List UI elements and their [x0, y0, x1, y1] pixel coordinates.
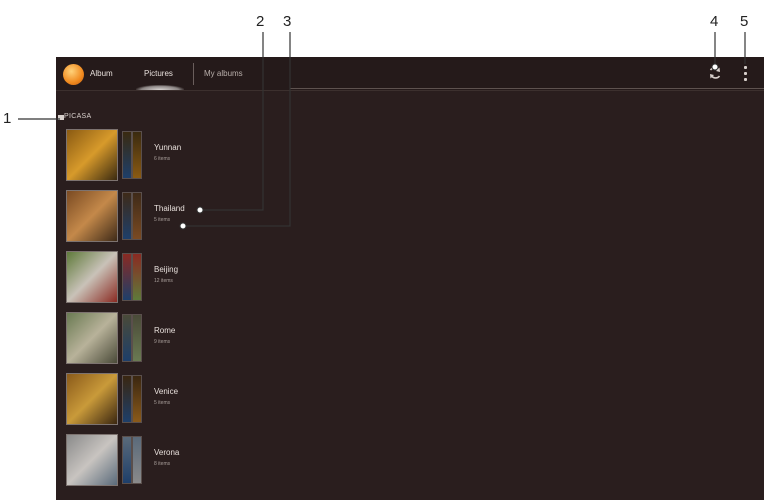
album-item[interactable]: Rome 9 items [66, 312, 176, 364]
album-thumbnail-stack [66, 190, 144, 242]
app-title: Album [90, 69, 113, 78]
callout-3: 3 [283, 13, 292, 30]
album-name: Venice [154, 387, 179, 396]
section-header-picasa: PICASA [64, 113, 92, 120]
album-name: Yunnan [154, 143, 182, 152]
album-name: Rome [154, 326, 176, 335]
callout-5: 5 [740, 13, 749, 30]
tab-selected-indicator [136, 85, 184, 90]
album-cover-photo [66, 190, 118, 242]
callout-1: 1 [3, 110, 12, 127]
album-name: Verona [154, 448, 180, 457]
album-app-icon[interactable] [63, 64, 84, 85]
action-bar-divider [290, 88, 764, 89]
album-cover-photo [66, 434, 118, 486]
album-name: Thailand [154, 204, 185, 213]
album-stacked-photo [132, 253, 142, 301]
album-stacked-photo [122, 314, 132, 362]
album-stacked-photo [132, 314, 142, 362]
picasa-icon [58, 115, 64, 120]
album-cover-photo [66, 312, 118, 364]
album-item[interactable]: Thailand 5 items [66, 190, 185, 242]
tab-divider [193, 63, 194, 85]
album-stacked-photo [122, 375, 132, 423]
album-thumbnail-stack [66, 129, 144, 181]
album-stacked-photo [132, 436, 142, 484]
album-item[interactable]: Beijing 12 items [66, 251, 179, 303]
album-item[interactable]: Verona 8 items [66, 434, 180, 486]
album-stacked-photo [122, 436, 132, 484]
album-item[interactable]: Venice 5 items [66, 373, 179, 425]
album-item-count: 6 items [154, 156, 171, 162]
album-item[interactable]: Yunnan 6 items [66, 129, 181, 181]
album-thumbnail-stack [66, 434, 144, 486]
album-name: Beijing [154, 265, 179, 274]
album-screen: Album Pictures My albums PICASA Yunnan 6 … [56, 57, 764, 500]
album-thumbnail-stack [66, 373, 144, 425]
callout-2: 2 [256, 13, 265, 30]
action-bar: Album Pictures My albums [56, 57, 764, 91]
album-cover-photo [66, 251, 118, 303]
album-stacked-photo [122, 253, 132, 301]
album-stacked-photo [122, 192, 132, 240]
callout-4: 4 [710, 13, 719, 30]
album-item-count: 8 items [154, 461, 171, 467]
album-item-count: 5 items [154, 217, 171, 223]
album-stacked-photo [132, 192, 142, 240]
album-thumbnail-stack [66, 251, 144, 303]
overflow-menu-icon[interactable] [744, 66, 748, 82]
album-stacked-photo [132, 131, 142, 179]
album-item-count: 12 items [154, 278, 173, 284]
album-item-count: 5 items [154, 400, 171, 406]
album-thumbnail-stack [66, 312, 144, 364]
album-cover-photo [66, 373, 118, 425]
album-item-count: 9 items [154, 339, 171, 345]
album-stacked-photo [132, 375, 142, 423]
album-stacked-photo [122, 131, 132, 179]
album-cover-photo [66, 129, 118, 181]
tab-my-albums[interactable]: My albums [204, 69, 243, 78]
tab-pictures[interactable]: Pictures [144, 69, 173, 78]
